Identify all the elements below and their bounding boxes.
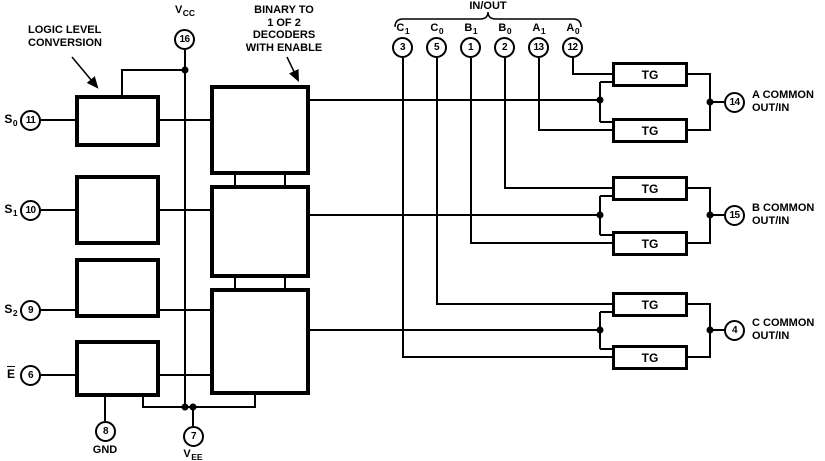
logic-level-block-s2 [75, 258, 160, 318]
inout-brace [394, 11, 582, 28]
tg-block-a1: TG [612, 118, 688, 143]
pin-circle-6: 6 [20, 365, 41, 386]
junction-dot [596, 211, 604, 219]
tg-block-b0: TG [612, 176, 688, 201]
junction-dot [596, 326, 604, 334]
s2-label: S2 [4, 302, 18, 318]
wire-vcc [121, 50, 186, 95]
pin-label-c0: C0 [430, 22, 444, 36]
decoder-block-c [210, 288, 310, 395]
pin-circle-2: 2 [494, 37, 515, 58]
vcc-label: VCC [174, 4, 196, 18]
pin-circle-3: 3 [392, 37, 413, 58]
logic-level-block-enable [75, 340, 160, 397]
pin-circle-1: 1 [460, 37, 481, 58]
b-common-label: B COMMON OUT/IN [752, 202, 815, 227]
junction-dot [706, 211, 714, 219]
decoder-block-b [210, 185, 310, 278]
pin-label-c1: C1 [396, 22, 410, 36]
wire-a1 [538, 58, 612, 131]
wire-bottom-bus [142, 395, 256, 408]
junction-dots [181, 66, 714, 411]
a-common-label: A COMMON OUT/IN [752, 89, 814, 114]
wire-b0 [504, 58, 612, 189]
pin-circle-14: 14 [724, 92, 745, 113]
pin-circle-15: 15 [724, 205, 745, 226]
inout-label: IN/OUT [469, 0, 507, 12]
logic-level-block-s0 [75, 95, 160, 147]
decoder-arrow [286, 56, 299, 83]
logic-level-arrow [71, 56, 99, 89]
wire-c0 [436, 58, 612, 305]
wire-decoder-c-out [310, 311, 612, 350]
logic-level-block-s1 [75, 175, 160, 245]
pin-circle-4: 4 [724, 320, 745, 341]
junction-dot [706, 326, 714, 334]
pin-circle-11: 11 [20, 110, 41, 131]
pin-circle-5: 5 [426, 37, 447, 58]
wire-tg-b-merge [688, 187, 724, 244]
c-common-label: C COMMON OUT/IN [752, 317, 815, 342]
junction-dot [596, 96, 604, 104]
tg-block-a0: TG [612, 62, 688, 87]
pin-circle-9: 9 [20, 300, 41, 321]
decoder-label: BINARY TO 1 OF 2 DECODERS WITH ENABLE [245, 4, 323, 54]
tg-block-c0: TG [612, 292, 688, 317]
pin-label-b1: B1 [464, 22, 478, 36]
wire-c1 [402, 58, 612, 358]
wire-a0 [572, 58, 612, 75]
junction-dot [189, 403, 197, 411]
pin-circle-12: 12 [562, 37, 583, 58]
wire-b1 [470, 58, 612, 244]
wire-decoder-b-out [310, 195, 612, 236]
pin-circle-8: 8 [95, 421, 116, 442]
callout-arrows [71, 56, 299, 89]
tg-block-c1: TG [612, 345, 688, 370]
wire-tg-a-merge [688, 73, 724, 131]
wire-tg-c-merge [688, 303, 724, 358]
wire-decoder-links [234, 175, 286, 288]
enable-label: E [6, 367, 15, 381]
vee-label: VEE [183, 448, 203, 461]
wire-decoder-a-out [310, 81, 612, 123]
pin-label-a0: A0 [566, 22, 580, 36]
pin-label-b0: B0 [498, 22, 512, 36]
pin-circle-7: 7 [183, 426, 204, 447]
decoder-block-a [210, 85, 310, 175]
pin-circle-13: 13 [528, 37, 549, 58]
pin-label-a1: A1 [532, 22, 546, 36]
logic-level-conversion-label: LOGIC LEVEL CONVERSION [28, 24, 102, 49]
wires [41, 50, 724, 426]
gnd-label: GND [92, 444, 118, 456]
s0-label: S0 [4, 112, 18, 128]
junction-dot [706, 98, 714, 106]
s1-label: S1 [4, 202, 18, 218]
junction-dot [181, 403, 189, 411]
pin-circle-16: 16 [174, 29, 195, 50]
tg-block-b1: TG [612, 231, 688, 256]
pin-circle-10: 10 [20, 200, 41, 221]
junction-dot [181, 66, 189, 74]
